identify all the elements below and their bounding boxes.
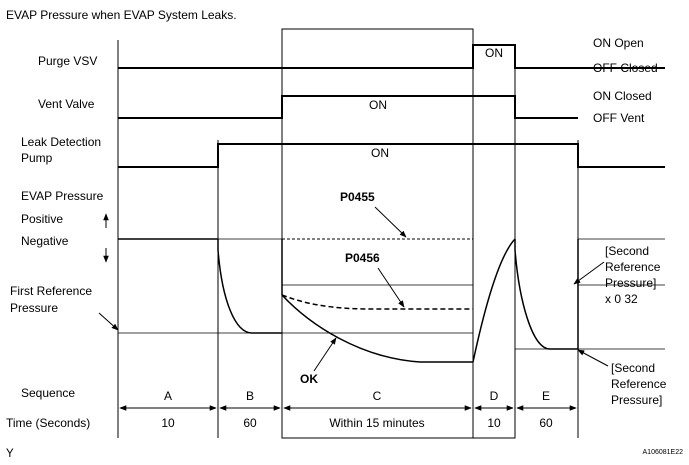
label-negative: Negative [21,234,69,248]
leak-pump-signal [118,143,665,168]
time-a: 10 [161,416,175,430]
label-first-reference-line2: Pressure [10,301,58,315]
first-reference-pointer [98,312,119,331]
label-purge-vsv: Purge VSV [38,54,97,68]
label-first-reference-line1: First Reference [10,284,92,298]
label-time-seconds: Time (Seconds) [6,416,90,430]
label-vent-valve: Vent Valve [38,97,95,111]
p0455-label: P0455 [340,190,375,204]
sequence-e: E [542,389,550,403]
figure-id: A106081E22 [643,449,684,456]
vent-on-closed-label: ON Closed [593,89,652,103]
time-b: 60 [243,416,257,430]
phase-d-box [472,44,516,439]
label-sequence: Sequence [21,386,75,400]
second-ref-a-line1: [Second [605,244,649,258]
label-positive: Positive [21,212,63,226]
label-leak-pump-line2: Pump [21,151,53,165]
diagram-title: EVAP Pressure when EVAP System Leaks. [6,8,237,22]
second-ref-b-line1: [Second [611,361,655,375]
label-leak-pump-line1: Leak Detection [21,135,101,149]
vent-on-label: ON [369,98,387,112]
purge-on-open-label: ON Open [593,36,644,50]
time-c: Within 15 minutes [329,416,424,430]
pressure-curve-b [217,239,282,334]
second-ref-a-pointer [573,261,605,285]
p0456-curve [281,294,473,310]
sequence-b: B [246,389,254,403]
footer-left-mark: Y [6,448,14,460]
label-evap-pressure: EVAP Pressure [21,189,104,203]
purge-off-closed-label: OFF Closed [593,61,658,75]
ok-label: OK [300,372,318,386]
pressure-curve-e [514,239,579,350]
purge-on-label: ON [485,46,503,60]
second-ref-b-line2: Reference [611,377,667,391]
p0456-label: P0456 [345,251,380,265]
ok-pointer [313,337,337,372]
vent-valve-signal [118,95,578,119]
sequence-d: D [490,389,499,403]
second-ref-a-line4: x 0 32 [605,292,638,306]
second-ref-a-line2: Reference [605,260,661,274]
sequence-c: C [373,389,382,403]
second-ref-b-line3: Pressure] [611,393,662,407]
ok-curve [281,239,473,363]
time-d: 10 [487,416,501,430]
sequence-a: A [164,389,172,403]
vent-off-vent-label: OFF Vent [593,111,645,125]
second-ref-a-line3: Pressure] [605,276,656,290]
time-e: 60 [539,416,553,430]
p0455-pointer [374,206,407,238]
pump-on-label: ON [371,146,389,160]
purge-vsv-signal [118,44,665,69]
pressure-curve-d [472,238,516,363]
second-ref-b-pointer [577,349,609,367]
p0456-pointer [377,267,405,308]
